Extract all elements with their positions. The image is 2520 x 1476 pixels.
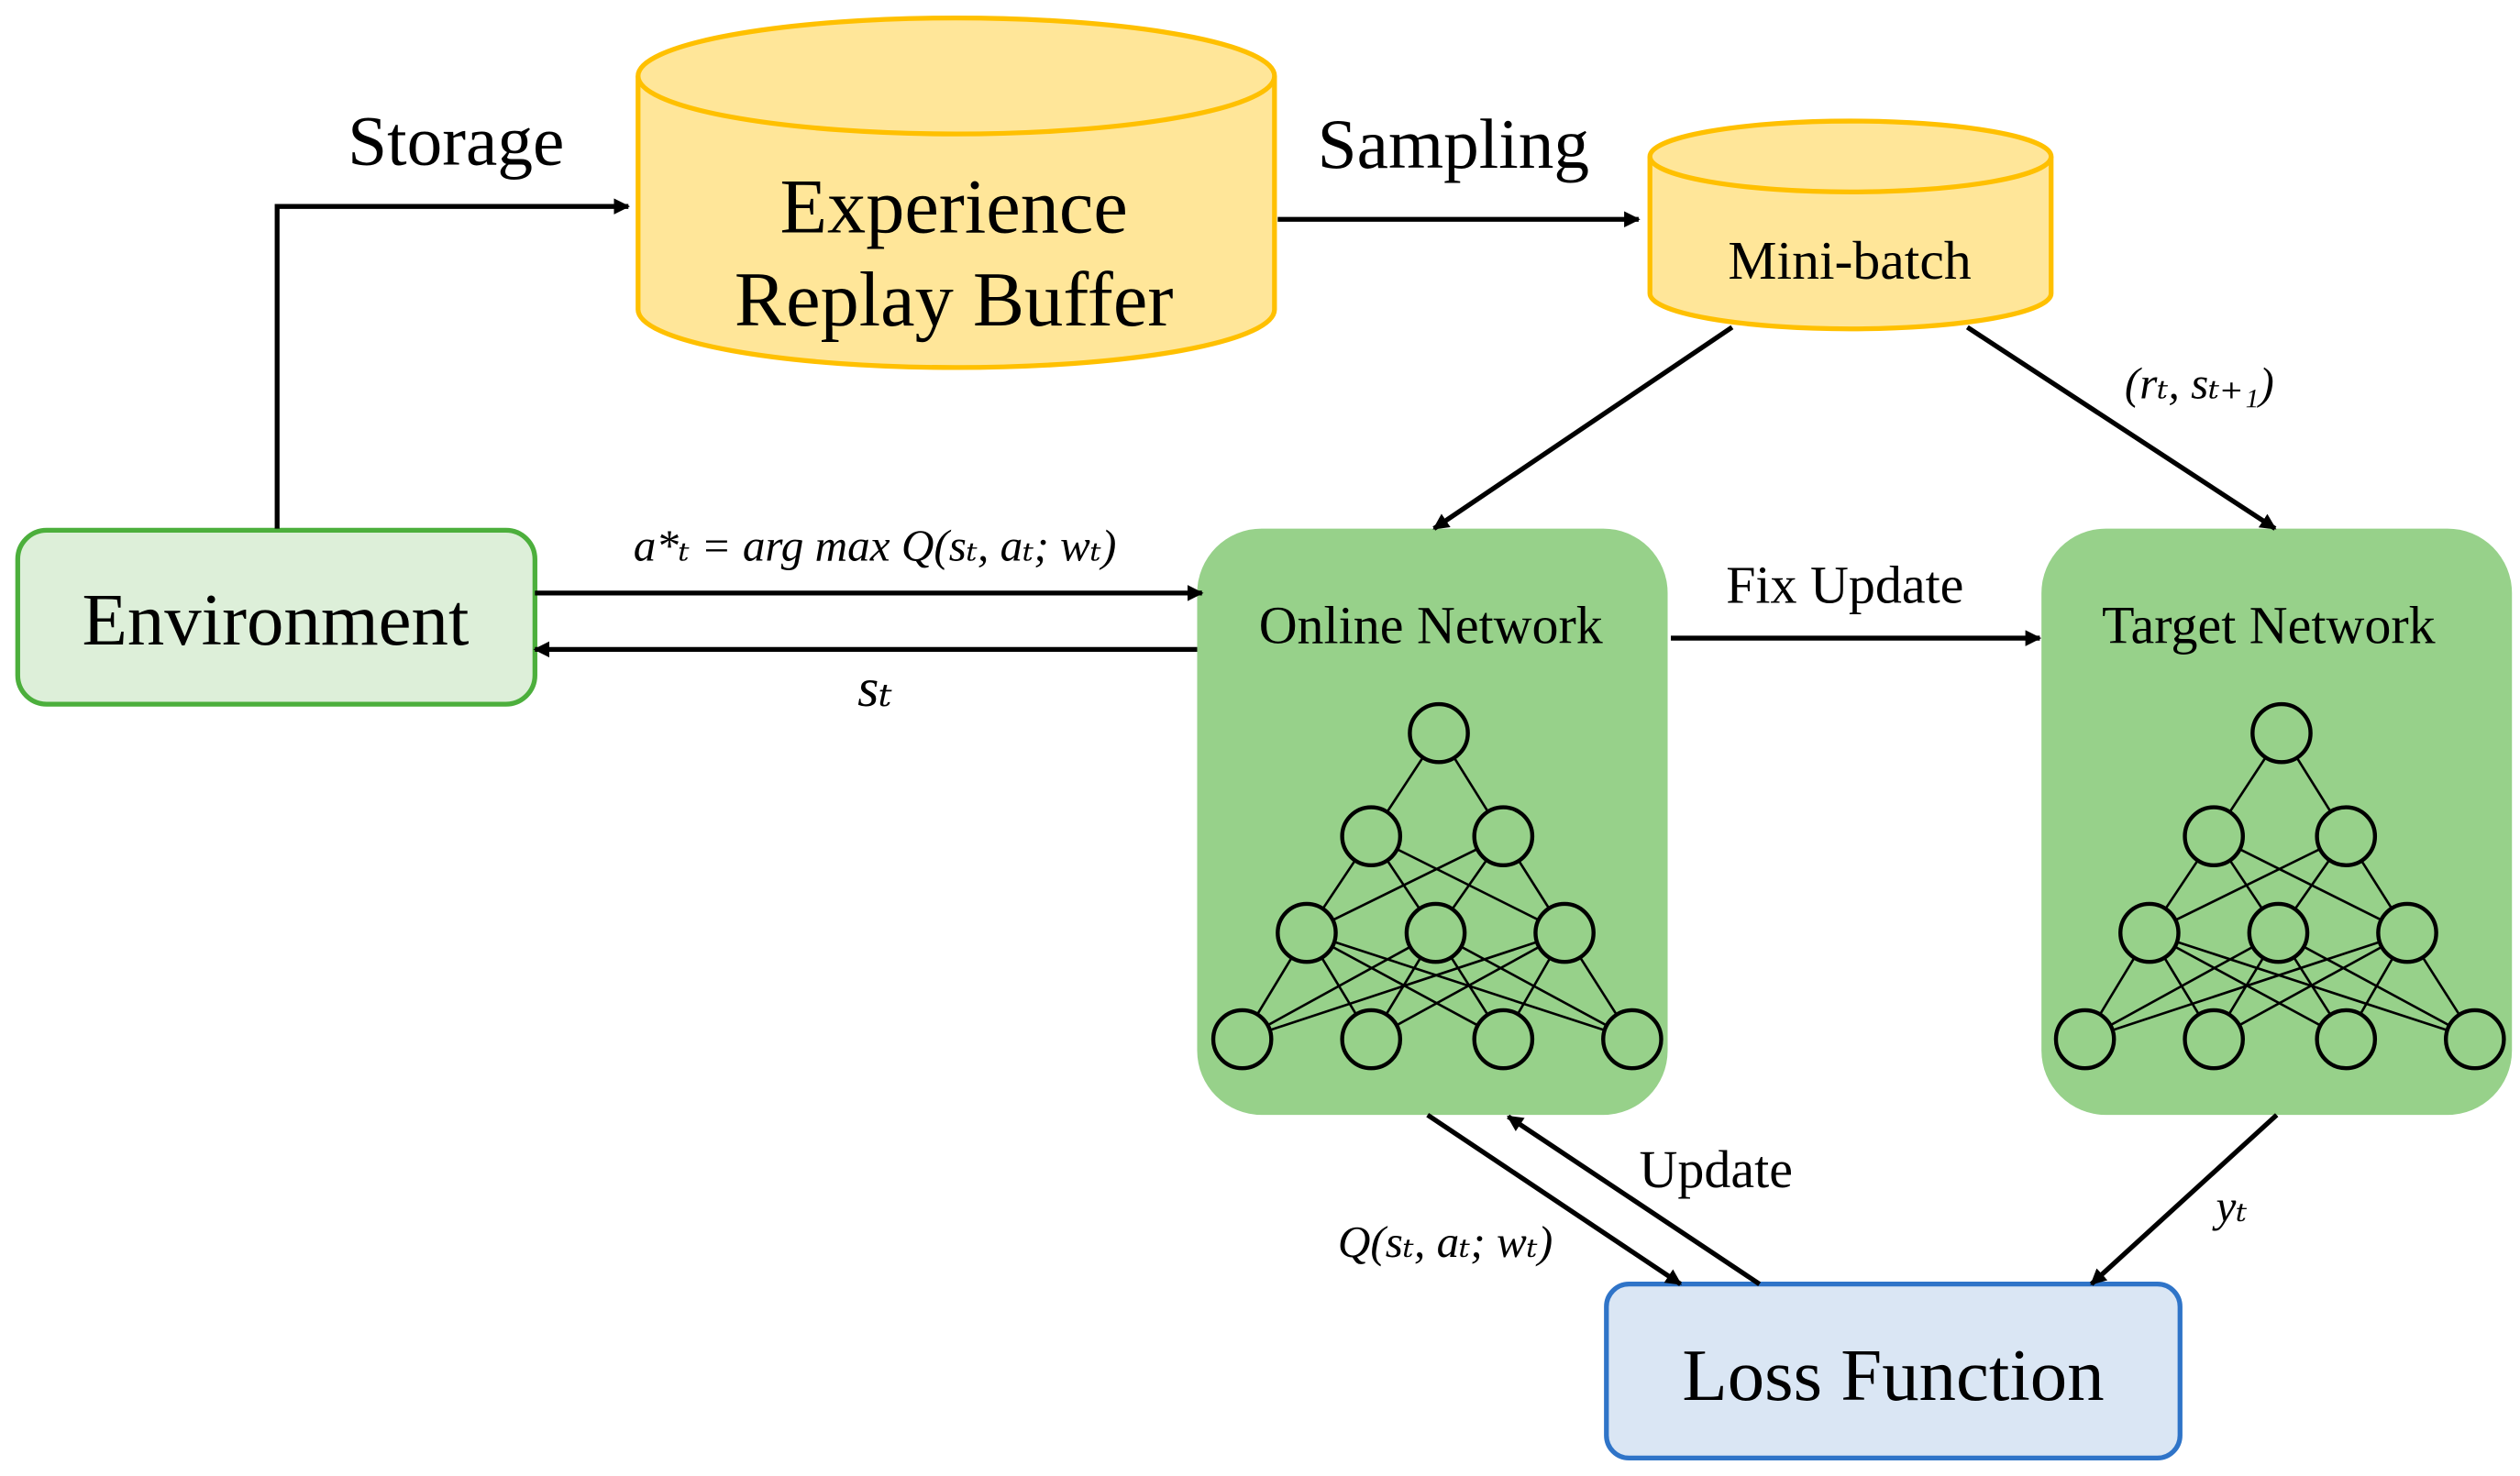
network-edge — [1370, 835, 1565, 934]
network-node — [1472, 805, 1535, 868]
loss-function-box: Loss Function — [1604, 1281, 2183, 1461]
network-node — [2315, 1008, 2378, 1071]
online-network-graph — [1210, 701, 1663, 1071]
network-edge — [2149, 834, 2347, 934]
network-edge — [1306, 834, 1504, 934]
update-arrow — [1507, 1114, 1762, 1286]
network-node — [1340, 1008, 1403, 1071]
storage-arrow — [274, 198, 630, 529]
target-y-label: yₜ — [2212, 1181, 2248, 1231]
minibatch-to-online-arrow — [1432, 325, 1734, 531]
minibatch-label: Mini-batch — [1728, 230, 1971, 291]
network-edge — [1370, 931, 1565, 1041]
network-node — [1404, 901, 1467, 964]
action-label: a*ₜ = arg max Q(sₜ, aₜ; wₜ) — [634, 521, 1117, 571]
network-node — [1408, 701, 1470, 765]
state-label: sₜ — [857, 657, 892, 718]
environment-box: Environment — [15, 527, 537, 707]
minibatch-cylinder: Mini-batch — [1647, 118, 2054, 332]
network-node — [2315, 805, 2378, 868]
environment-label: Environment — [82, 579, 469, 661]
buffer-label-line2: Replay Buffer — [735, 258, 1174, 343]
online-to-loss-arrow — [1426, 1112, 1683, 1286]
network-node — [2376, 901, 2438, 964]
network-node — [2250, 701, 2313, 765]
network-edge — [2213, 835, 2408, 934]
target-network-label: Target Network — [2102, 595, 2436, 655]
minibatch-to-target-arrow — [1965, 325, 2277, 531]
update-label: Update — [1640, 1140, 1793, 1199]
network-node — [2118, 901, 2181, 964]
target-to-loss-arrow — [2089, 1113, 2279, 1286]
network-edge — [2084, 931, 2408, 1041]
network-node — [2247, 901, 2310, 964]
network-edge — [2083, 931, 2280, 1041]
sampling-label: Sampling — [1318, 105, 1589, 183]
buffer-label-line1: Experience — [780, 164, 1128, 249]
network-node — [1340, 805, 1403, 868]
target-network-graph — [2053, 701, 2506, 1071]
network-node — [1472, 1008, 1535, 1071]
network-node — [1276, 901, 1338, 964]
network-node — [2443, 1008, 2506, 1071]
online-network-box: Online Network — [1197, 528, 1668, 1116]
network-node — [1601, 1008, 1663, 1071]
network-node — [1210, 1008, 1274, 1071]
network-node — [2183, 805, 2245, 868]
network-edge — [1242, 931, 1437, 1041]
fix-update-label: Fix Update — [1726, 555, 1963, 614]
loss-function-label: Loss Function — [1682, 1335, 2104, 1416]
online-network-label: Online Network — [1259, 595, 1603, 655]
target-network-box: Target Network — [2041, 528, 2513, 1116]
network-node — [1533, 901, 1596, 964]
network-node — [2183, 1008, 2245, 1071]
storage-label: Storage — [348, 101, 564, 180]
reward-state-label: (rₜ, sₜ₊₁) — [2125, 358, 2274, 408]
network-edge — [1242, 931, 1565, 1041]
network-node — [2053, 1008, 2117, 1071]
q-value-label: Q(sₜ, aₜ; wₜ) — [1338, 1217, 1553, 1267]
network-edge — [2213, 931, 2408, 1041]
experience-replay-buffer: Experience Replay Buffer — [636, 15, 1277, 370]
